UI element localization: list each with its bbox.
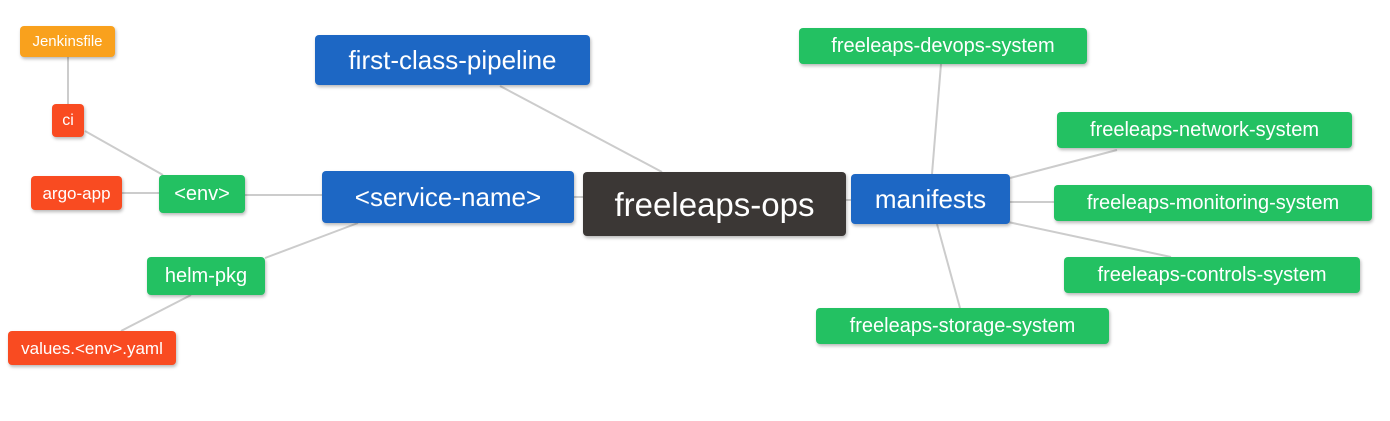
node-manifests[interactable]: manifests <box>851 174 1010 224</box>
node-values-env-yaml[interactable]: values.<env>.yaml <box>8 331 176 365</box>
node-freeleaps-storage-system[interactable]: freeleaps-storage-system <box>816 308 1109 344</box>
node-ci[interactable]: ci <box>52 104 84 137</box>
node-freeleaps-network-system[interactable]: freeleaps-network-system <box>1057 112 1352 148</box>
node-jenkinsfile[interactable]: Jenkinsfile <box>20 26 115 57</box>
edge-manifests-freeleaps-controls-system <box>1007 221 1172 258</box>
node-env[interactable]: <env> <box>159 175 245 213</box>
node-freeleaps-devops-system[interactable]: freeleaps-devops-system <box>799 28 1087 64</box>
edge-first-class-pipeline-freeleaps-ops <box>499 85 663 173</box>
node-freeleaps-monitoring-system[interactable]: freeleaps-monitoring-system <box>1054 185 1372 221</box>
edge-helm-pkg-values-env-yaml <box>120 294 192 332</box>
edge-manifests-freeleaps-network-system <box>1009 149 1118 179</box>
node-helm-pkg[interactable]: helm-pkg <box>147 257 265 295</box>
node-service-name[interactable]: <service-name> <box>322 171 574 223</box>
edge-ci-env <box>84 130 164 176</box>
edge-manifests-freeleaps-storage-system <box>936 223 961 309</box>
edge-manifests-freeleaps-devops-system <box>931 63 942 175</box>
node-freeleaps-ops[interactable]: freeleaps-ops <box>583 172 846 236</box>
edge-service-name-helm-pkg <box>264 222 359 259</box>
node-argo-app[interactable]: argo-app <box>31 176 122 210</box>
node-freeleaps-controls-system[interactable]: freeleaps-controls-system <box>1064 257 1360 293</box>
node-first-class-pipeline[interactable]: first-class-pipeline <box>315 35 590 85</box>
